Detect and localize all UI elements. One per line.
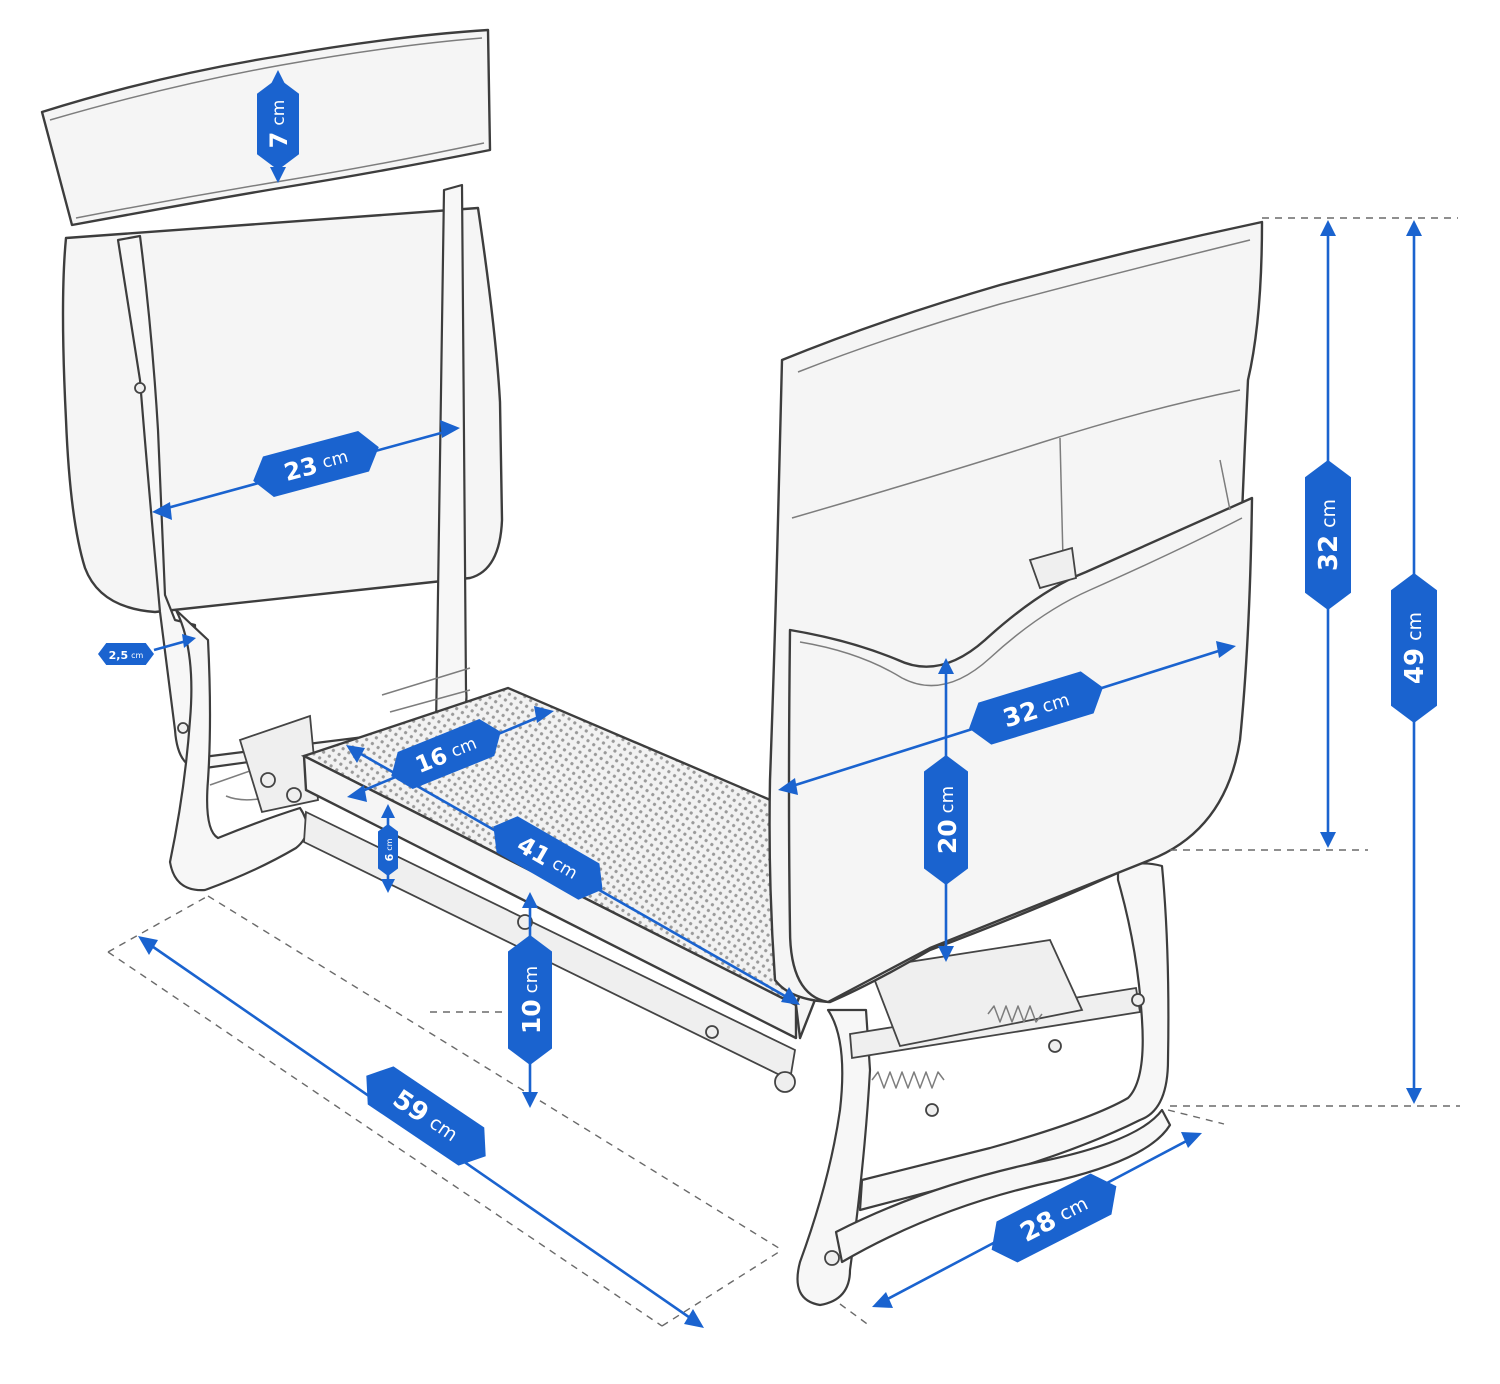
dimension-badge-overall-length: 59cm xyxy=(366,1066,486,1166)
badge-shape xyxy=(969,671,1103,745)
dimension-value: 20 xyxy=(933,819,962,854)
dimension-label: 7 cm xyxy=(265,100,293,149)
badge-shape xyxy=(98,643,154,665)
dimension-unit: cm xyxy=(385,838,394,850)
dimension-value: 6 xyxy=(383,853,396,861)
dimension-badge-header-height: 7 cm xyxy=(257,78,299,170)
left-bag xyxy=(61,206,504,614)
badge-shape xyxy=(924,755,968,885)
dimension-label: 6 cm xyxy=(383,838,396,861)
left-hinge xyxy=(238,714,319,814)
spring-bracket xyxy=(868,939,1084,1048)
seat-side xyxy=(302,754,798,1040)
badge-shape xyxy=(1305,460,1351,610)
dimension-badge-pocket-width: 32cm xyxy=(969,671,1103,745)
dimension-badge-pocket-height: 20 cm xyxy=(924,755,968,885)
pocket-buckle xyxy=(1028,546,1077,590)
right-bag-top-pocket-seam xyxy=(791,389,1241,519)
badge-shape xyxy=(493,816,603,900)
badge-shape xyxy=(253,430,379,498)
badge-shape xyxy=(508,935,552,1065)
dimension-badge-backrest-frame-width: 23cm xyxy=(253,430,379,498)
dimension-badge-seat-clearance: 10 cm xyxy=(508,935,552,1065)
badge-shape xyxy=(378,824,398,876)
badge-shape xyxy=(1391,573,1437,723)
badge-shape xyxy=(391,718,501,790)
dimension-label: 32 cm xyxy=(1314,499,1344,571)
dimension-value: 10 xyxy=(517,999,546,1034)
right-foot-bar xyxy=(834,1108,1172,1264)
dimension-badge-overall-depth: 28cm xyxy=(991,1173,1117,1263)
badge-shape xyxy=(257,78,299,170)
extension-lines xyxy=(107,217,1460,1327)
dimension-badge-seat-length: 41cm xyxy=(493,816,603,900)
spring xyxy=(871,1005,1043,1089)
right-bag-outer-pocket xyxy=(787,496,1254,1004)
left-leg-front xyxy=(168,608,309,892)
badge-shape xyxy=(366,1066,486,1166)
dimension-value: 7 xyxy=(265,132,293,149)
kneeler-sketch xyxy=(40,28,1264,1307)
dimension-unit: cm xyxy=(937,786,958,813)
dimension-value: 32 xyxy=(1314,535,1344,571)
dimension-value: 49 xyxy=(1400,648,1430,684)
dimension-badge-seat-width: 16cm xyxy=(391,718,501,790)
dimension-unit: cm xyxy=(1318,499,1340,528)
dimension-badge-seat-thickness: 6 cm xyxy=(378,824,398,876)
dimension-unit: cm xyxy=(131,651,143,660)
badge-shape xyxy=(991,1173,1117,1263)
dimension-label: 20 cm xyxy=(933,786,962,854)
dimension-label: 49 cm xyxy=(1400,612,1430,684)
dimension-label: 10 cm xyxy=(517,966,546,1034)
dimension-badge-bag-height: 32 cm xyxy=(1305,460,1351,610)
dimension-value: 2,5 xyxy=(109,649,129,662)
dimension-unit: cm xyxy=(269,100,289,126)
dimension-unit: cm xyxy=(521,966,542,993)
dimension-unit: cm xyxy=(1404,612,1426,641)
dimension-badge-overall-height: 49 cm xyxy=(1391,573,1437,723)
